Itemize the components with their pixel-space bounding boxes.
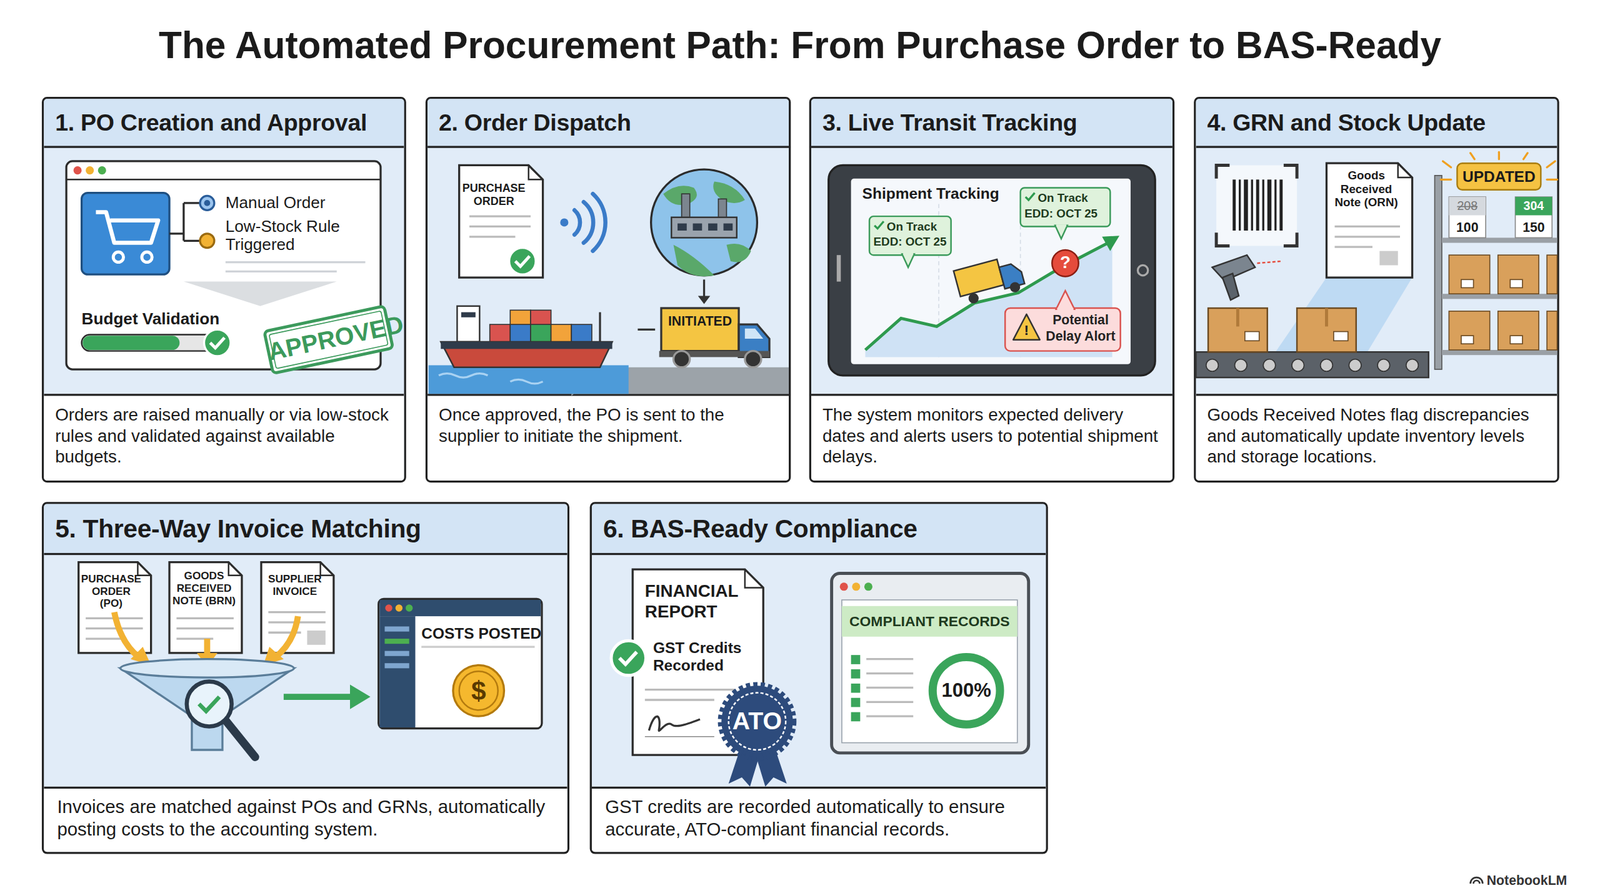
watermark: NotebookLM [1486,873,1568,889]
report-item: GST Credits Recorded [653,638,752,674]
stamp-text: APPROVED [264,306,394,374]
alert-text: Potential Delay Alort [1041,312,1120,345]
new-quantity: 100 [1448,217,1486,237]
step-panel: 2. Order DispatchOnce approved, the PO i… [425,96,791,483]
screen-title: Shipment Tracking [862,185,1000,203]
step-panel: 3. Live Transit TrackingThe system monit… [809,96,1175,483]
old-quantity: 304 [1515,198,1552,216]
seal-text: ATO [726,706,788,736]
old-quantity: 208 [1448,198,1486,216]
status-bubble-text: On Track EDD: OCT 25 [873,219,954,250]
panel-heading: 4. GRN and Stock Update [1195,98,1557,148]
alert-symbol: ? [1051,253,1079,274]
panel-heading: 2. Order Dispatch [427,98,789,148]
document-title: PURCHASE ORDER (PO) [80,572,142,610]
panel-description: GST credits are recorded automatically t… [591,786,1047,852]
document-title: GOODS RECEIVED NOTE (BRN) [171,569,237,607]
document-title: SUPPLIER INVOICE [263,572,327,597]
status-bubble-text: On Track EDD: OCT 25 [1024,190,1109,222]
option-label: Low-Stock Rule Triggered [225,217,369,255]
currency-symbol: $ [463,676,494,705]
document-title: Goods Received Note (ORN) [1331,169,1402,210]
brand-icon [1470,877,1484,884]
panel-heading: 1. PO Creation and Approval [43,98,404,148]
panel-heading: 3. Live Transit Tracking [811,98,1173,148]
step-panel: 4. GRN and Stock UpdateGoods Received No… [1193,96,1559,483]
diagram-title: The Automated Procurement Path: From Pur… [0,24,1600,68]
step-panel: 5. Three-Way Invoice MatchingInvoices ar… [41,501,570,854]
panel-description: Goods Received Notes flag discrepancies … [1195,393,1557,481]
truck-label: INITIATED [661,308,739,335]
panel-heading: 5. Three-Way Invoice Matching [43,504,568,556]
panel-description: Orders are raised manually or via low-st… [43,393,404,481]
panel-description: The system monitors expected delivery da… [811,393,1173,481]
panel-heading: 6. BAS-Ready Compliance [591,504,1047,556]
new-quantity: 150 [1515,217,1552,237]
window-title: COMPLIANT RECORDS [841,613,1018,630]
warning-symbol: ! [1019,320,1034,339]
field-label: Budget Validation [81,310,220,329]
option-label: Manual Order [225,193,326,213]
step-panel: 6. BAS-Ready ComplianceGST credits are r… [590,501,1049,854]
step-panel: 1. PO Creation and ApprovalOrders are ra… [41,96,407,483]
percentage-value: 100% [932,679,1000,702]
window-title: COSTS POSTED [421,624,542,642]
badge-text: UPDATED [1456,163,1541,190]
document-title: PURCHASE ORDER [461,181,527,208]
brand-icon-part [1470,877,1484,884]
report-title: FINANCIAL REPORT [645,581,747,622]
panel-description: Once approved, the PO is sent to the sup… [427,393,789,481]
panel-description: Invoices are matched against POs and GRN… [43,786,568,852]
